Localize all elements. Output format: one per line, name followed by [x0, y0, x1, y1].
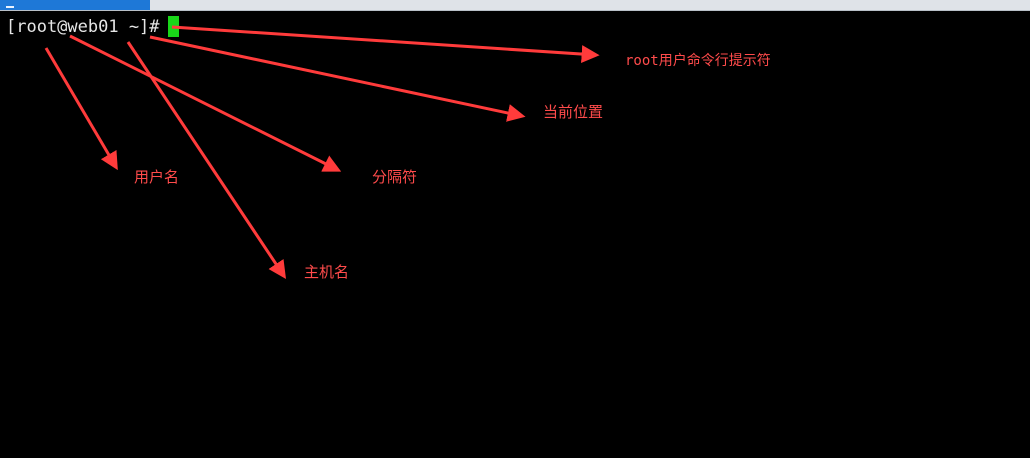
label-separator: 分隔符: [372, 168, 418, 186]
label-hostname: 主机名: [304, 263, 350, 281]
tab-bar: [0, 0, 1030, 11]
arrow-username: [44, 47, 118, 171]
arrow-hostname: [126, 41, 286, 279]
label-prompt-symbol: root用户命令行提示符: [625, 53, 771, 69]
label-username: 用户名: [134, 168, 180, 186]
arrow-prompt-symbol: [171, 25, 600, 64]
label-current-location: 当前位置: [543, 103, 604, 121]
shell-prompt: [root@web01 ~]#: [6, 17, 160, 37]
arrow-separator: [69, 34, 342, 172]
arrow-current-location: [149, 35, 526, 122]
active-session-tab[interactable]: [0, 0, 150, 10]
